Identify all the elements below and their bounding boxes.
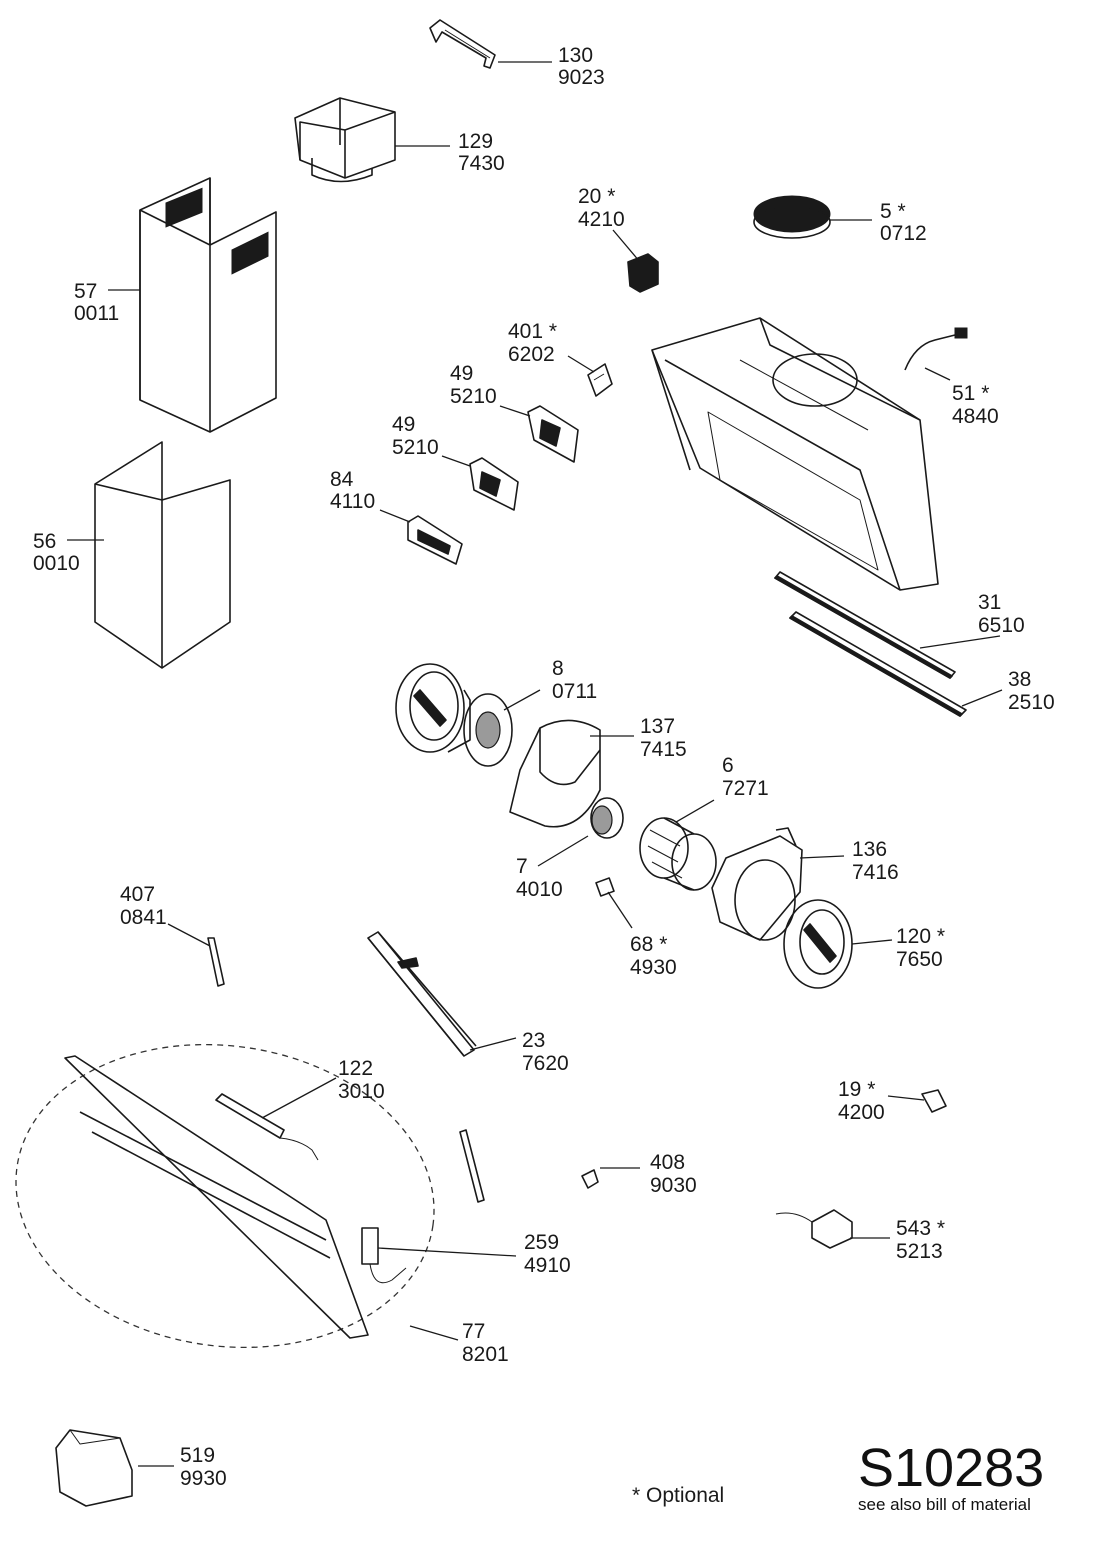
label-130-code: 9023 [558,66,605,89]
part-23-grease-filter-drawing [367,931,477,1057]
leader-lines [67,61,1003,1467]
label-136-id: 136 [852,838,887,861]
part-401-module-drawing [587,363,613,397]
label-543-id: 543 * [896,1217,945,1240]
label-129-code: 7430 [458,152,505,175]
part-19-lamp-drawing [921,1089,947,1113]
part-56-lower-chimney-drawing [94,441,231,669]
label-407-code: 0841 [120,906,167,929]
label-84-code: 4110 [330,490,375,513]
label-408-id: 408 [650,1151,685,1174]
label-68-code: 4930 [630,956,677,979]
label-401-code: 6202 [508,343,555,366]
label-49a-id: 49 [450,362,473,385]
label-49b-id: 49 [392,413,415,436]
label-120-id: 120 * [896,925,945,948]
part-122-light-bar-drawing [215,1093,319,1161]
label-136-code: 7416 [852,861,899,884]
label-38-code: 2510 [1008,691,1055,714]
label-77-id: 77 [462,1320,485,1343]
label-401-id: 401 * [508,320,557,343]
label-31-id: 31 [978,591,1001,614]
label-122-code: 3010 [338,1080,385,1103]
part-77-front-panel-drawing [15,1043,435,1349]
part-259-switch-drawing [361,1227,407,1284]
label-19-code: 4200 [838,1101,885,1124]
label-408-code: 9030 [650,1174,697,1197]
part-407-rod-drawing [207,937,225,987]
diagram-code-title: S10283 [858,1438,1044,1498]
label-51-id: 51 * [952,382,989,405]
label-57-id: 57 [74,280,97,303]
part-49-board-upper-drawing [527,405,579,463]
label-19-id: 19 * [838,1078,875,1101]
label-543-code: 5213 [896,1240,943,1263]
label-5-id: 5 * [880,200,906,223]
label-519-code: 9930 [180,1467,227,1490]
label-57-code: 0011 [74,302,119,325]
part-20-switch-drawing [627,253,659,293]
part-labels: 130 9023 129 7430 20 * 4210 5 * 0712 57 … [33,44,1055,1490]
part-130-bracket-drawing [429,19,496,69]
label-56-id: 56 [33,530,56,553]
label-7-id: 7 [516,855,528,878]
label-84-id: 84 [330,468,354,491]
part-38-strip-drawing [789,611,967,717]
label-20-code: 4210 [578,208,625,231]
label-407-id: 407 [120,883,155,906]
optional-legend: * Optional [632,1484,724,1507]
label-31-code: 6510 [978,614,1025,637]
part-57-upper-chimney-drawing [139,177,277,433]
label-68-id: 68 * [630,933,667,956]
label-519-id: 519 [180,1444,215,1467]
label-8-code: 0711 [552,680,597,703]
part-120-rear-grille-drawing [783,899,853,989]
label-23-code: 7620 [522,1052,569,1075]
label-49b-code: 5210 [392,436,439,459]
label-8-id: 8 [552,657,564,680]
label-120-code: 7650 [896,948,943,971]
part-136-fan-housing-drawing [711,827,803,941]
label-6-id: 6 [722,754,734,777]
label-259-id: 259 [524,1231,559,1254]
part-129-duct-connector-drawing [294,97,396,183]
label-137-id: 137 [640,715,675,738]
label-137-code: 7415 [640,738,687,761]
label-56-code: 0010 [33,552,80,575]
label-6-code: 7271 [722,777,769,800]
part-5-carbon-filter-drawing [753,195,831,239]
part-68-capacitor-drawing [595,877,615,897]
label-7-code: 4010 [516,878,563,901]
label-122-id: 122 [338,1057,373,1080]
part-137-fan-housing-drawing [509,719,601,828]
label-259-code: 4910 [524,1254,571,1277]
label-38-id: 38 [1008,668,1031,691]
part-51-cable-drawing [904,327,968,371]
label-130-id: 130 [558,44,593,67]
label-23-id: 23 [522,1029,545,1052]
hood-body-drawing [651,317,939,591]
part-8-front-grille-drawing [395,663,513,767]
part-31-strip-drawing [774,571,956,679]
part-408-connector-drawing [581,1169,599,1189]
part-84-display-board-drawing [407,515,463,565]
label-129-id: 129 [458,130,493,153]
label-51-code: 4840 [952,405,999,428]
bill-of-material-note: see also bill of material [858,1495,1031,1514]
label-49a-code: 5210 [450,385,497,408]
part-519-accessory-bag-drawing [55,1429,133,1507]
label-20-id: 20 * [578,185,615,208]
part-49-board-lower-drawing [469,457,519,511]
part-7-motor-drawing [590,797,624,839]
label-5-code: 0712 [880,222,927,245]
gas-spring-drawing [459,1129,485,1203]
label-77-code: 8201 [462,1343,509,1366]
part-543-transformer-drawing [775,1209,853,1249]
part-6-impeller-drawing [639,817,717,891]
